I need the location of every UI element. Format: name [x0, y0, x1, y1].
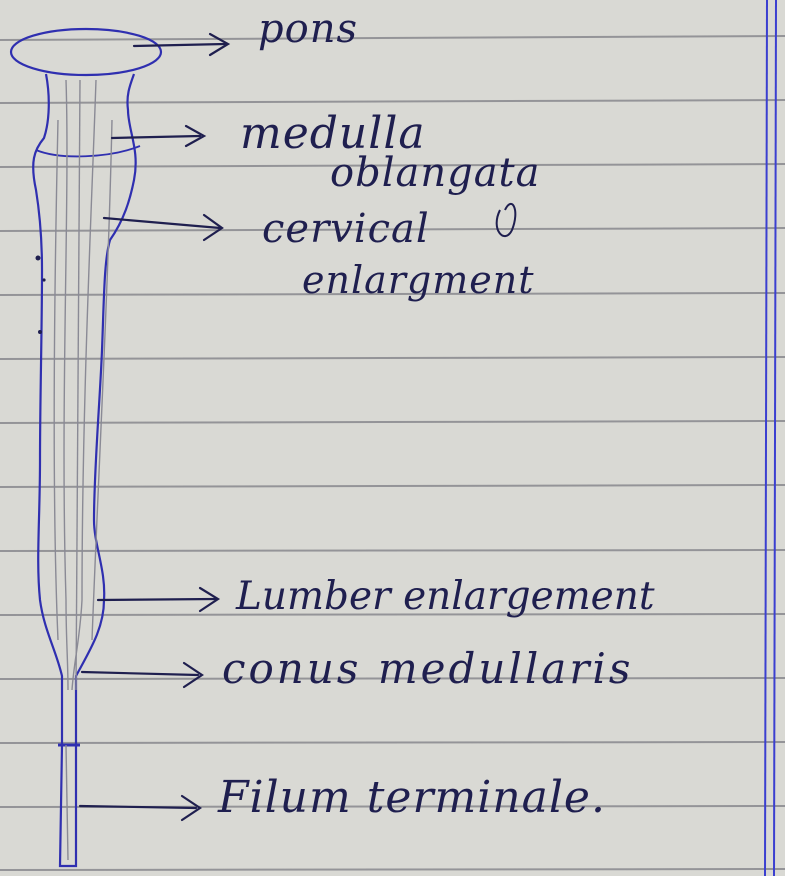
arrow-cervical — [104, 215, 222, 240]
spinal-cord-outline — [33, 74, 135, 866]
label-cervical-line1: cervical — [262, 206, 430, 252]
arrow-pons — [134, 34, 228, 55]
label-cervical-line2: enlargment — [302, 258, 535, 302]
arrow-conus — [82, 663, 202, 687]
pons-shape — [11, 29, 161, 75]
label-pons: pons — [258, 6, 358, 52]
medulla-boundary — [36, 146, 140, 156]
label-conus: conus medullaris — [222, 644, 633, 693]
label-arrows — [80, 34, 228, 820]
ink-flourish — [497, 204, 516, 236]
margin-lines — [765, 0, 776, 876]
arrow-medulla — [112, 126, 204, 146]
arrow-filum — [80, 796, 200, 820]
label-filum: Filum terminale. — [218, 772, 606, 823]
label-lumbar: Lumber enlargement — [236, 574, 655, 619]
label-medulla-line2: oblangata — [330, 150, 540, 196]
arrow-lumbar — [98, 588, 218, 611]
